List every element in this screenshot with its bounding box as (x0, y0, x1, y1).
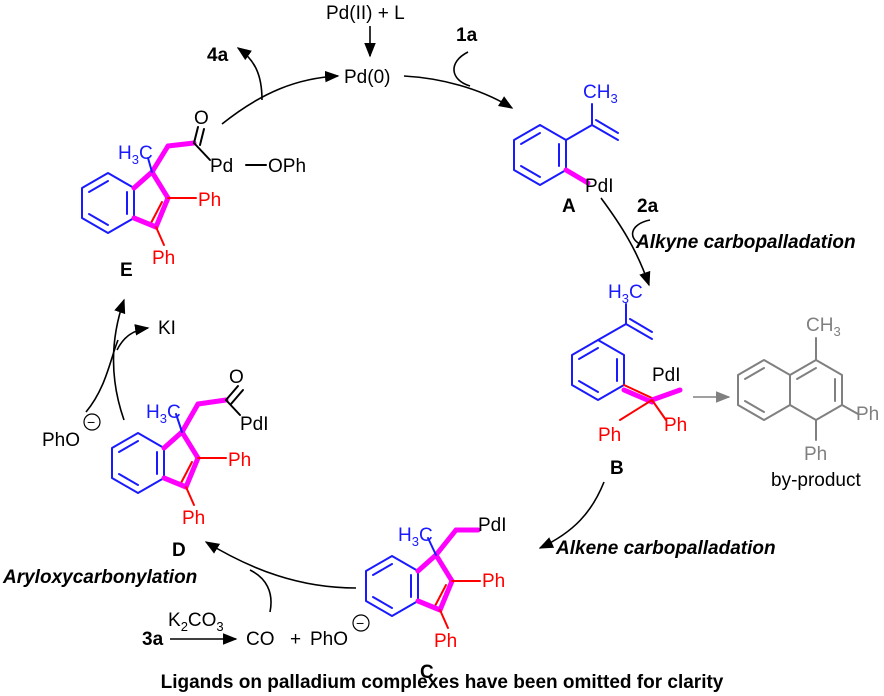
D-ph-right: Ph (228, 450, 251, 471)
product-release-arrow (236, 47, 263, 101)
step-aryloxy: Aryloxycarbonylation (2, 567, 197, 588)
reagent-2a-curve (631, 219, 651, 245)
E-o: O (194, 108, 209, 129)
cycle-arrow-Pd0-to-A (403, 75, 514, 109)
intermediate-A-structure (513, 103, 619, 186)
label-D: D (172, 540, 186, 561)
A-pdi: PdI (585, 176, 614, 197)
phenoxide-left: PhO (42, 430, 80, 451)
C-h3c: H3C (398, 525, 433, 549)
C-ph-right: Ph (482, 571, 505, 592)
phenoxide-curve (85, 339, 119, 413)
footnote: Ligands on palladium complexes have been… (161, 672, 724, 693)
reagent-co-curve (249, 569, 272, 613)
reagent-2a-label: 2a (637, 196, 659, 217)
D-ph-bottom: Ph (182, 508, 205, 529)
charge-circle-bottom (352, 614, 370, 632)
D-h3c: H3C (146, 402, 181, 426)
D-pdi: PdI (240, 414, 269, 435)
ki-release-arrow (116, 324, 150, 351)
intermediate-D-structure (111, 385, 244, 506)
E-pd: Pd (210, 156, 233, 177)
intermediate-E-structure (81, 126, 267, 246)
step-alkene: Alkene carbopalladation (555, 538, 776, 559)
reagent-3a-label: 3a (142, 629, 164, 650)
E-h3c: H3C (118, 143, 153, 167)
pd0-label: Pd(0) (344, 67, 390, 88)
A-ch3: CH3 (583, 82, 618, 106)
reagent-pho: PhO (310, 629, 348, 650)
intermediate-B-structure (571, 303, 683, 421)
cycle-arrow-A-to-B (600, 197, 651, 287)
label-E: E (120, 260, 133, 281)
label-C: C (420, 662, 434, 683)
byproduct-structure (737, 337, 859, 441)
base-k2co3: K2CO3 (168, 610, 224, 634)
product-4a-label: 4a (207, 45, 229, 66)
catalyst-precursor: Pd(II) + L (326, 3, 405, 24)
ki-label: KI (158, 318, 176, 339)
label-B: B (610, 458, 624, 479)
B-ph-left: Ph (598, 425, 621, 446)
reagent-1a-curve (453, 51, 471, 87)
byproduct-ch3: CH3 (806, 315, 841, 339)
cycle-arrow-C-to-D (204, 541, 357, 589)
D-o: O (229, 367, 244, 388)
charge-circle-left (83, 413, 101, 431)
reagent-co: CO (246, 629, 275, 650)
cycle-arrow-B-to-C (538, 481, 605, 549)
E-ph-right: Ph (198, 190, 221, 211)
E-oph: OPh (268, 156, 306, 177)
cycle-arrow-D-to-E (112, 298, 126, 421)
byproduct-label: by-product (771, 470, 861, 491)
step-alkyne: Alkyne carbopalladation (635, 232, 856, 253)
reagent-1a-label: 1a (456, 25, 478, 46)
label-A: A (562, 196, 576, 217)
minus-bottom: − (356, 615, 364, 631)
E-ph-bottom: Ph (152, 248, 175, 269)
plus-sign: + (290, 629, 301, 650)
byproduct-ph-right: Ph (856, 404, 879, 425)
cycle-arrow-E-to-Pd0 (221, 70, 340, 125)
B-pdi: PdI (652, 365, 681, 386)
minus-left: − (87, 414, 95, 430)
B-ph-right: Ph (664, 415, 687, 436)
B-h3c: H3C (608, 282, 643, 306)
C-ph-bottom: Ph (434, 631, 457, 652)
C-pdi: PdI (478, 515, 507, 536)
intermediate-C-structure (365, 527, 481, 629)
byproduct-ph-bottom: Ph (804, 444, 827, 465)
